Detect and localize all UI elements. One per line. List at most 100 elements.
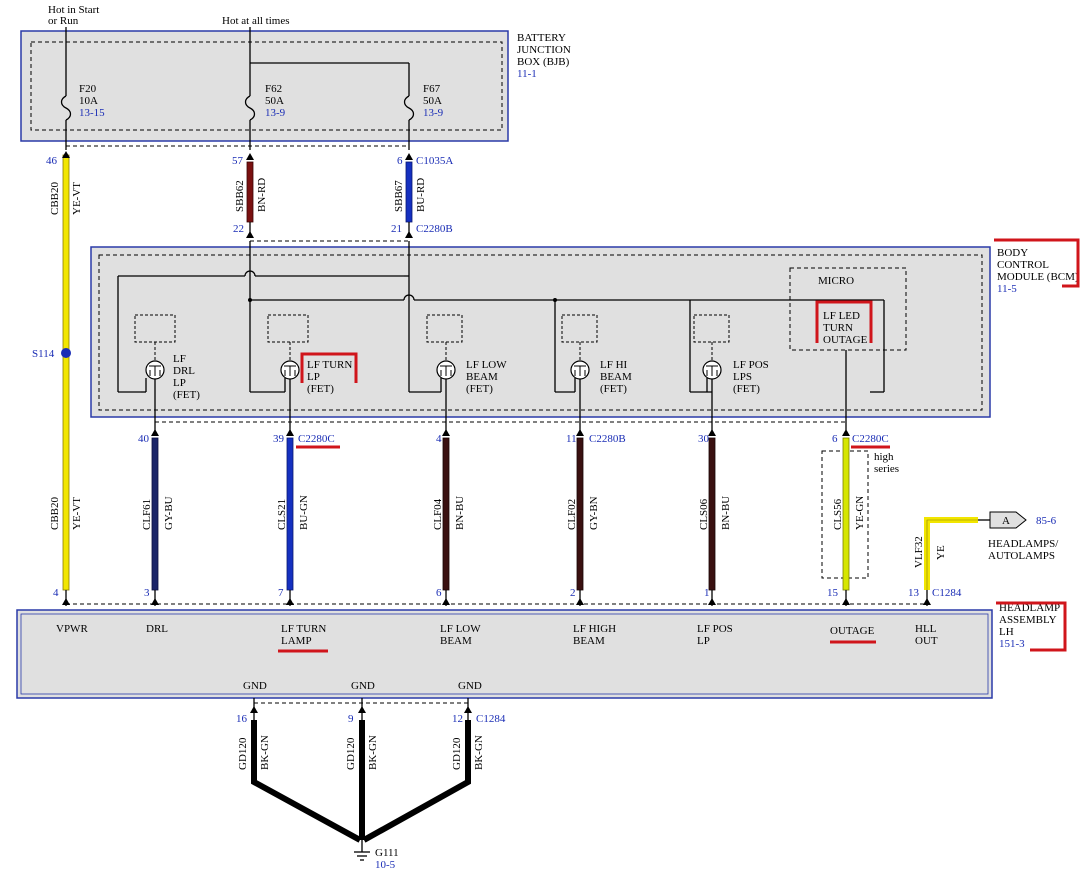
led-outage-highlight (815, 300, 873, 343)
ground-3-pin: 12 (452, 713, 463, 725)
hl-pin-low-l1: LF LOW (440, 623, 481, 635)
splice-s114-dot (61, 348, 71, 358)
wire-clf02-connector: C2280B (589, 433, 626, 445)
bcm-box (90, 246, 991, 418)
fet-lf-pos (693, 314, 730, 392)
wire-cbb20-bottom-pin: 4 (53, 587, 59, 599)
arrow-clf61-top (151, 429, 159, 436)
fet-lf-hi-beam (561, 314, 598, 392)
micro-label: MICRO (818, 275, 854, 287)
bjb-inner-border (30, 41, 503, 131)
wire-cls56-top-pin: 6 (832, 433, 838, 445)
wire-sbb67 (405, 161, 413, 223)
arrow-cbb20-top (62, 151, 70, 158)
wire-cls21-color: BU-GN (298, 495, 310, 530)
wire-sbb67-bottom-pin: 21 (391, 223, 402, 235)
ground-1-color: BK-GN (259, 735, 271, 770)
wire-clf61-color: GY-BU (163, 496, 175, 530)
headlamp-ref: 151-3 (999, 638, 1025, 650)
hl-pin-drl: DRL (146, 623, 168, 635)
hl-pin-outage: OUTAGE (830, 625, 875, 637)
ground-2-circuit: GD120 (345, 737, 357, 770)
wire-vlf32-pin: 13 (908, 587, 920, 599)
hl-pin-hll-l2: OUT (915, 635, 938, 647)
hl-pin-vpwr: VPWR (56, 623, 88, 635)
ground-wire-3 (362, 720, 471, 843)
fet-lf-turn-highlight (300, 352, 358, 383)
bjb-name-2: JUNCTION (517, 44, 571, 56)
bcm-inner-border (98, 254, 983, 411)
arrow-clf02-top (576, 429, 584, 436)
arrow-clf04-top (442, 429, 450, 436)
fet-lf-pos-l2: LPS (733, 371, 752, 383)
wire-cbb20-upper-color: YE-VT (71, 182, 83, 215)
bcm-ref: 11-5 (997, 283, 1017, 295)
wire-cbb20-upper-circuit: CBB20 (49, 181, 61, 215)
fet-lf-pos-l1: LF POS (733, 359, 769, 371)
wire-cls56-note-2: series (874, 463, 899, 475)
hl-pin-low-l2: BEAM (440, 635, 472, 647)
bcm-power-bus-hop (403, 294, 415, 301)
wire-clf02-color: GY-BN (588, 496, 600, 530)
fuse-f20-ref: 13-15 (79, 107, 105, 119)
ground-arrows (250, 698, 472, 720)
bcm-name-3: MODULE (BCM) (997, 271, 1079, 283)
led-outage-l1: LF LED (823, 310, 860, 322)
fet-lf-pos-l3: (FET) (733, 383, 760, 395)
arrow-cls21-top (286, 429, 294, 436)
led-outage-l3: OUTAGE (823, 334, 868, 346)
bjb-name-1: BATTERY (517, 32, 566, 44)
fet-lf-low-l3: (FET) (466, 383, 493, 395)
wire-cls56-circuit: CLS56 (832, 498, 844, 530)
fet-lf-turn-l2: LP (307, 371, 320, 383)
flag-a-label: A (1002, 515, 1010, 527)
ground-3-color: BK-GN (473, 735, 485, 770)
fuse-f67-symbol (403, 95, 415, 121)
fet-lf-drl-l2: DRL (173, 365, 195, 377)
wire-clf02-bottom-pin: 2 (570, 587, 576, 599)
wire-sbb62-top-pin: 57 (232, 155, 244, 167)
fuse-f67-ref: 13-9 (423, 107, 444, 119)
vlf-dest-2: AUTOLAMPS (988, 550, 1055, 562)
wire-clf61-bottom-pin: 3 (144, 587, 150, 599)
bjb-ref: 11-1 (517, 68, 537, 80)
hl-gnd-2: GND (351, 680, 375, 692)
fet-lf-drl-l3: LP (173, 377, 186, 389)
wire-cls06-color: BN-BU (720, 496, 732, 530)
ground-2-color: BK-GN (367, 735, 379, 770)
fuse-f67-rating: 50A (423, 95, 442, 107)
bcm-name-1: BODY (997, 247, 1028, 259)
ground-3-circuit: GD120 (451, 737, 463, 770)
wire-cls06-bottom-pin: 1 (704, 587, 710, 599)
headlamp-name-1: HEADLAMP (999, 602, 1060, 614)
bcm-name-2: CONTROL (997, 259, 1049, 271)
hl-pin-hi-l1: LF HIGH (573, 623, 616, 635)
wire-vlf32-color: YE (935, 545, 947, 560)
fuse-f62-rating: 50A (265, 95, 284, 107)
feed-label-run-2: or Run (48, 15, 79, 27)
bcm-bus-node-1 (248, 298, 252, 302)
wire-cls21-circuit: CLS21 (276, 499, 288, 530)
wire-sbb67-color: BU-RD (415, 178, 427, 212)
arrow-sbb67-top (405, 153, 413, 160)
wire-cls56-note-1: high (874, 451, 894, 463)
wire-clf02-circuit: CLF02 (566, 499, 578, 530)
fet-lf-turn-l1: LF TURN (307, 359, 352, 371)
fet-lf-low-l1: LF LOW (466, 359, 507, 371)
hl-pin-pos-l1: LF POS (697, 623, 733, 635)
wire-vlf32-connector: C1284 (932, 587, 962, 599)
wire-cls06-top-pin: 30 (698, 433, 710, 445)
fuse-f62-id: F62 (265, 83, 282, 95)
wire-clf61-top-pin: 40 (138, 433, 150, 445)
wire-cbb20-lower-color: YE-VT (71, 497, 83, 530)
flag-a-ref: 85-6 (1036, 515, 1057, 527)
fuse-f62-ref: 13-9 (265, 107, 286, 119)
wire-sbb67-circuit: SBB67 (393, 180, 405, 212)
ground-point-ref: 10-5 (375, 859, 396, 871)
fet-lf-drl-l1: LF (173, 353, 186, 365)
bcm-drl-feed-hop-1 (244, 270, 256, 277)
arrow-sbb62-top (246, 153, 254, 160)
headlamp-highlight-mark (996, 601, 1067, 652)
